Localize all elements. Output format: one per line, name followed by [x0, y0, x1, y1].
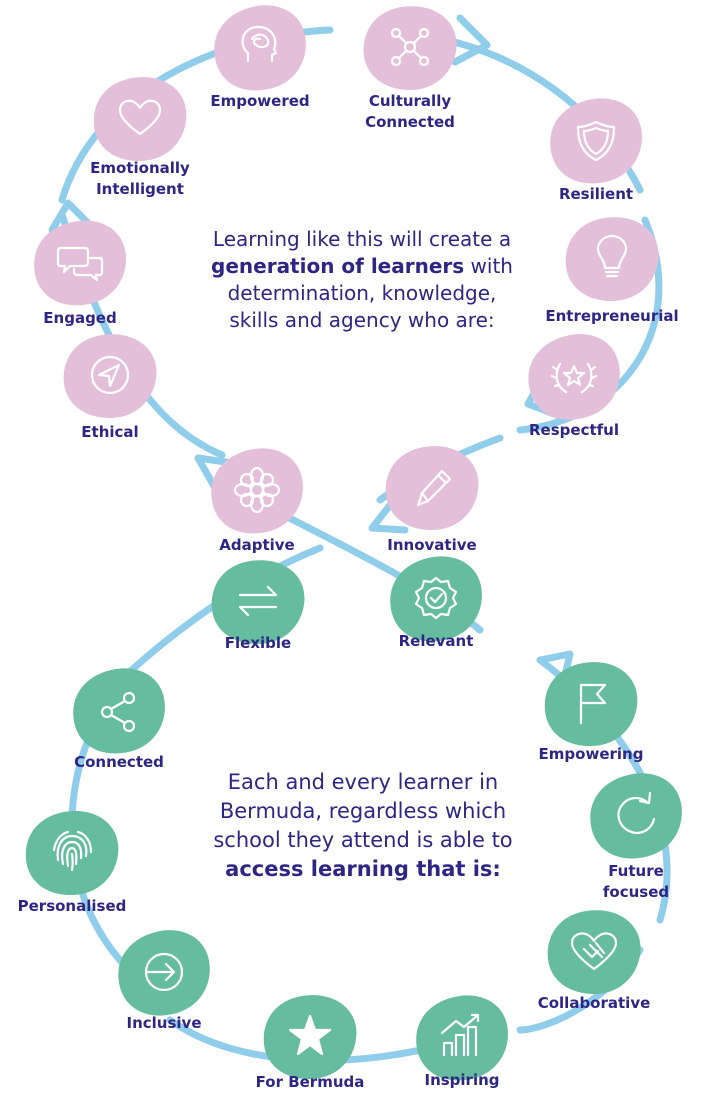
- bottom-intro-line-2: Bermuda, regardless which: [219, 799, 507, 823]
- node-label: Future focused: [602, 862, 670, 901]
- refresh-icon: [617, 791, 656, 835]
- node-blob: [209, 445, 305, 535]
- node-blob: [588, 770, 684, 860]
- top-intro-line-1: Learning like this will create a: [212, 227, 512, 251]
- flag-icon: [579, 683, 607, 725]
- node-label: For Bermuda: [255, 1073, 365, 1091]
- node-blob: [92, 73, 188, 163]
- share-icon: [100, 691, 136, 733]
- node-label: Adaptive: [219, 536, 295, 554]
- node-label: Respectful: [529, 421, 619, 439]
- node-blob: [384, 442, 480, 532]
- node-label: Collaborative: [537, 994, 651, 1012]
- node-blob: [116, 927, 212, 1017]
- bottom-intro-line-4: access learning that is:: [153, 855, 573, 884]
- node-blob: [526, 331, 622, 421]
- laurel-star-icon: [550, 362, 598, 394]
- shield-icon: [576, 120, 616, 162]
- node-label: Empowering: [538, 745, 644, 763]
- node-label: Flexible: [224, 634, 292, 652]
- node-label: Culturally Connected: [365, 92, 455, 131]
- bottom-intro-text: Each and every learner in Bermuda, regar…: [153, 768, 573, 884]
- fingerprint-icon: [52, 830, 93, 872]
- node-label: Engaged: [43, 309, 117, 327]
- top-intro-line-3: determination, knowledge,: [227, 281, 497, 305]
- lightbulb-icon: [596, 234, 628, 278]
- node-label: Personalised: [17, 897, 127, 915]
- node-blob: [210, 556, 306, 646]
- bottom-intro-line-1: Each and every learner in: [227, 770, 499, 794]
- node-blob: [212, 2, 308, 92]
- node-label: Ethical: [81, 423, 139, 441]
- pencil-icon: [416, 469, 452, 507]
- node-blob: [414, 992, 510, 1082]
- enter-circle-icon: [144, 952, 184, 992]
- node-label: Entrepreneurial: [545, 307, 679, 325]
- top-intro-text: Learning like this will create a generat…: [152, 226, 572, 334]
- top-intro-line-4: skills and agency who are:: [229, 308, 495, 332]
- node-blob: [62, 330, 158, 420]
- track-arrowhead: [48, 199, 94, 234]
- node-label: Emotionally Intelligent: [90, 159, 190, 198]
- node-label: Relevant: [398, 632, 474, 650]
- node-blob: [262, 991, 358, 1081]
- top-intro-bold: generation of learners: [211, 254, 465, 278]
- node-blob: [548, 95, 644, 185]
- node-blob: [388, 553, 484, 643]
- brain-head-icon: [241, 25, 278, 63]
- top-intro-after-bold: with: [464, 254, 513, 278]
- node-blob: [543, 658, 639, 748]
- node-label: Resilient: [558, 185, 634, 203]
- node-blob: [24, 807, 120, 897]
- compass-arrow-icon: [90, 355, 130, 395]
- node-label: Inclusive: [126, 1014, 202, 1032]
- network-icon: [390, 27, 430, 67]
- handshake-heart-icon: [570, 932, 618, 971]
- track-arrowhead: [451, 14, 491, 66]
- node-label: Inspiring: [424, 1071, 500, 1089]
- check-badge-icon: [414, 576, 458, 620]
- bottom-intro-line-3: school they attend is able to: [213, 828, 513, 852]
- speech-bubbles-icon: [56, 246, 104, 282]
- node-blob: [362, 2, 458, 92]
- node-blob: [564, 213, 660, 303]
- node-blob: [32, 217, 128, 307]
- node-label: Empowered: [210, 92, 310, 110]
- top-intro-line-2: generation of learners with: [152, 253, 572, 280]
- bottom-intro-bold: access learning that is:: [225, 857, 501, 881]
- node-label: Innovative: [387, 536, 477, 554]
- node-blob: [71, 665, 167, 755]
- swap-arrows-icon: [238, 585, 278, 617]
- growth-chart-icon: [440, 1013, 480, 1057]
- star-icon: [288, 1014, 332, 1056]
- flower-icon: [233, 466, 281, 514]
- node-blob: [546, 906, 642, 996]
- node-label: Connected: [74, 753, 164, 771]
- heart-icon: [118, 99, 162, 136]
